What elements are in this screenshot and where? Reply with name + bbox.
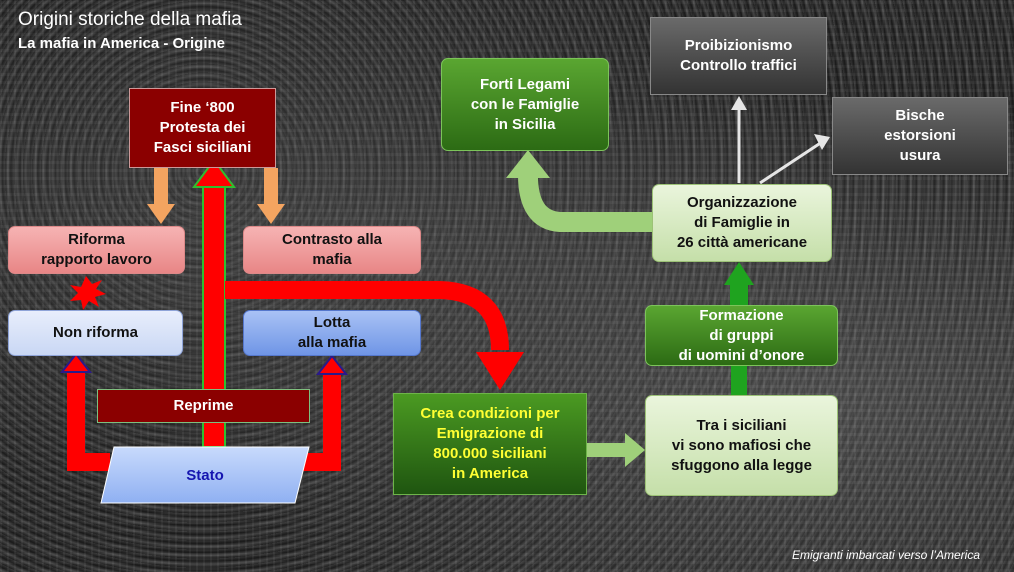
stato-label: Stato [186,466,224,484]
stato-shape: Stato [100,446,310,504]
page-subtitle: La mafia in America - Origine [18,35,226,52]
fine800-to-riforma-arrow [147,168,175,224]
tra-siciliani-box: Tra i siciliani vi sono mafiosi che sfug… [645,395,838,496]
formazione-to-organizzazione-arrow [724,262,754,306]
forti-legami-box: Forti Legami con le Famiglie in Sicilia [441,58,609,151]
organizzazione-to-bische-arrow [759,134,830,185]
fine800-box: Fine ‘800 Protesta dei Fasci siciliani [129,88,276,168]
fine800-to-contrasto-arrow [257,168,285,224]
lotta-box: Lotta alla mafia [243,310,421,356]
fine800-to-crea-arrow [225,281,524,390]
riforma-box: Riforma rapporto lavoro [8,226,185,274]
bische-box: Bische estorsioni usura [832,97,1008,175]
stato-to-nonriforma-arrow [59,352,110,471]
crea-condizioni-box: Crea condizioni per Emigrazione di 800.0… [393,393,587,495]
non-riforma-box: Non riforma [8,310,183,356]
photo-caption: Emigranti imbarcati verso l’America [791,548,980,562]
organizzazione-to-forti-arrow [506,150,652,232]
stato-parallelogram [100,446,310,504]
organizzazione-box: Organizzazione di Famiglie in 26 città a… [652,184,832,262]
contrasto-box: Contrasto alla mafia [243,226,421,274]
crea-to-tra-arrow [587,433,645,467]
proibizionismo-box: Proibizionismo Controllo traffici [650,17,827,95]
organizzazione-to-proibizionismo-arrow [731,96,747,183]
explosion-icon [70,276,106,310]
stato-to-lotta-arrow [300,354,349,471]
formazione-box: Formazione di gruppi di uomini d’onore [645,305,838,366]
tra-to-formazione-arrow [731,362,747,396]
reprime-box: Reprime [97,389,310,423]
stato-to-fine800-arrow [192,158,236,448]
page-title: Origini storiche della mafia [18,9,242,30]
